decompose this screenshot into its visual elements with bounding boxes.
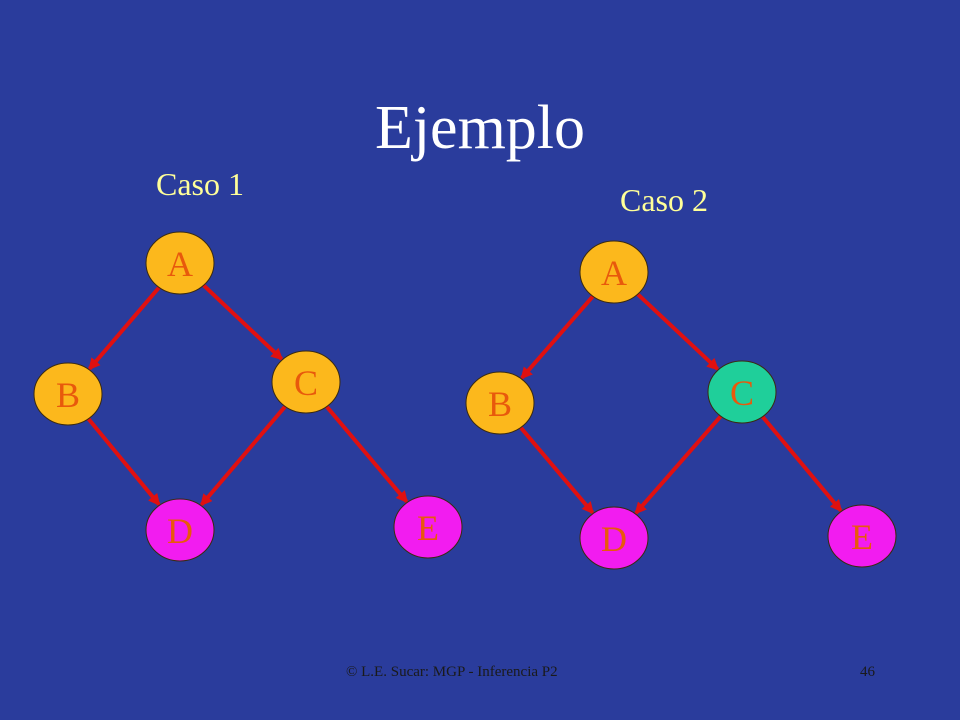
node-b-label: B <box>488 384 512 424</box>
node-a: A <box>579 240 649 304</box>
edge-b-d <box>85 415 161 506</box>
edge-c-e <box>759 413 843 513</box>
node-c: C <box>707 360 777 424</box>
node-d: D <box>579 506 649 570</box>
node-d-label: D <box>167 511 193 551</box>
edge-b-d <box>517 424 595 515</box>
node-b-shape <box>33 362 103 426</box>
node-e: E <box>393 495 463 559</box>
node-b: B <box>33 362 103 426</box>
node-d: D <box>145 498 215 562</box>
node-c-shape <box>271 350 341 414</box>
node-b-label: B <box>56 375 80 415</box>
diagram-caso-1: A B C D E <box>33 231 463 562</box>
node-e: E <box>827 504 897 568</box>
node-a: A <box>145 231 215 295</box>
node-d-shape <box>145 498 215 562</box>
node-e-label: E <box>851 517 873 557</box>
page-number: 46 <box>860 664 875 680</box>
node-b-shape <box>465 371 535 435</box>
node-a-shape <box>145 231 215 295</box>
node-c-label: C <box>294 363 318 403</box>
case-1-label: Caso 1 <box>156 166 244 202</box>
node-e-label: E <box>417 508 439 548</box>
node-e-shape <box>393 495 463 559</box>
node-a-shape <box>579 240 649 304</box>
edge-a-c <box>200 282 284 361</box>
edge-c-d <box>199 403 288 507</box>
node-c: C <box>271 350 341 414</box>
node-d-label: D <box>601 519 627 559</box>
edge-a-b <box>88 284 162 371</box>
case-2-label: Caso 2 <box>620 182 708 218</box>
node-a-label: A <box>167 244 193 284</box>
slide-title: Ejemplo <box>374 94 586 162</box>
edge-a-b <box>520 293 596 380</box>
node-d-shape <box>579 506 649 570</box>
diagram-caso-2: A B C D E <box>465 240 897 570</box>
node-c-shape <box>707 360 777 424</box>
node-a-label: A <box>601 253 627 293</box>
footer-copyright: © L.E. Sucar: MGP - Inferencia P2 <box>346 664 558 680</box>
node-e-shape <box>827 504 897 568</box>
edge-a-c <box>634 291 720 371</box>
edge-c-d <box>634 413 724 515</box>
node-c-label: C <box>730 373 754 413</box>
node-b: B <box>465 371 535 435</box>
edge-c-e <box>323 403 409 504</box>
